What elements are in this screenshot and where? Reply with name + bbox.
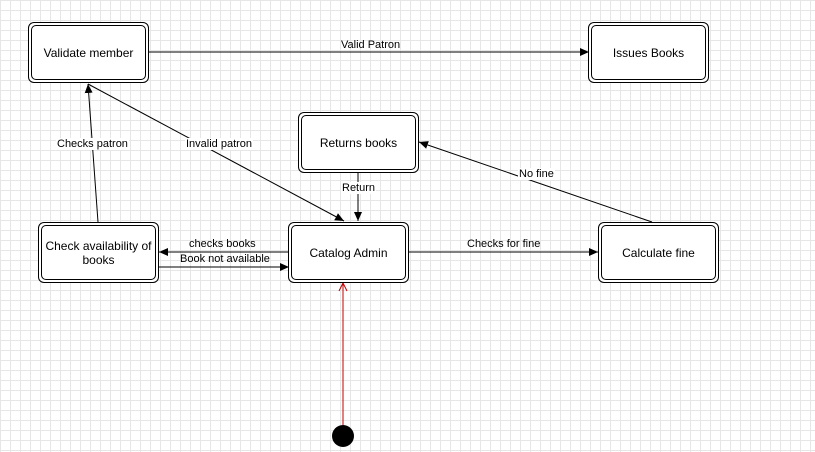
node-calculate-fine[interactable]: Calculate fine <box>598 222 719 283</box>
label-checks-books: checks books <box>189 238 256 250</box>
node-calculate-fine-label: Calculate fine <box>601 225 716 280</box>
edge-no-fine <box>418 141 653 223</box>
node-validate-member-label: Validate member <box>31 25 146 80</box>
node-catalog-admin[interactable]: Catalog Admin <box>288 222 409 283</box>
node-catalog-admin-label: Catalog Admin <box>291 225 406 280</box>
edge-invalid-patron <box>87 83 345 222</box>
node-check-availability[interactable]: Check availability of books <box>38 222 159 283</box>
label-invalid-patron: Invalid patron <box>185 138 254 150</box>
label-no-fine: No fine <box>518 168 555 180</box>
node-returns-books-label: Returns books <box>301 115 416 170</box>
initial-state-node[interactable] <box>332 425 354 447</box>
node-issues-books-label: Issues Books <box>591 25 706 80</box>
label-book-not-available: Book not available <box>180 253 270 265</box>
node-check-availability-label: Check availability of books <box>41 225 156 280</box>
node-validate-member[interactable]: Validate member <box>28 22 149 83</box>
label-return: Return <box>341 182 377 194</box>
label-checks-patron: Checks patron <box>56 138 129 150</box>
label-checks-for-fine: Checks for fine <box>467 238 541 250</box>
node-issues-books[interactable]: Issues Books <box>588 22 709 83</box>
edge-checks-patron <box>84 83 99 223</box>
label-valid-patron: Valid Patron <box>341 39 401 51</box>
node-returns-books[interactable]: Returns books <box>298 112 419 173</box>
